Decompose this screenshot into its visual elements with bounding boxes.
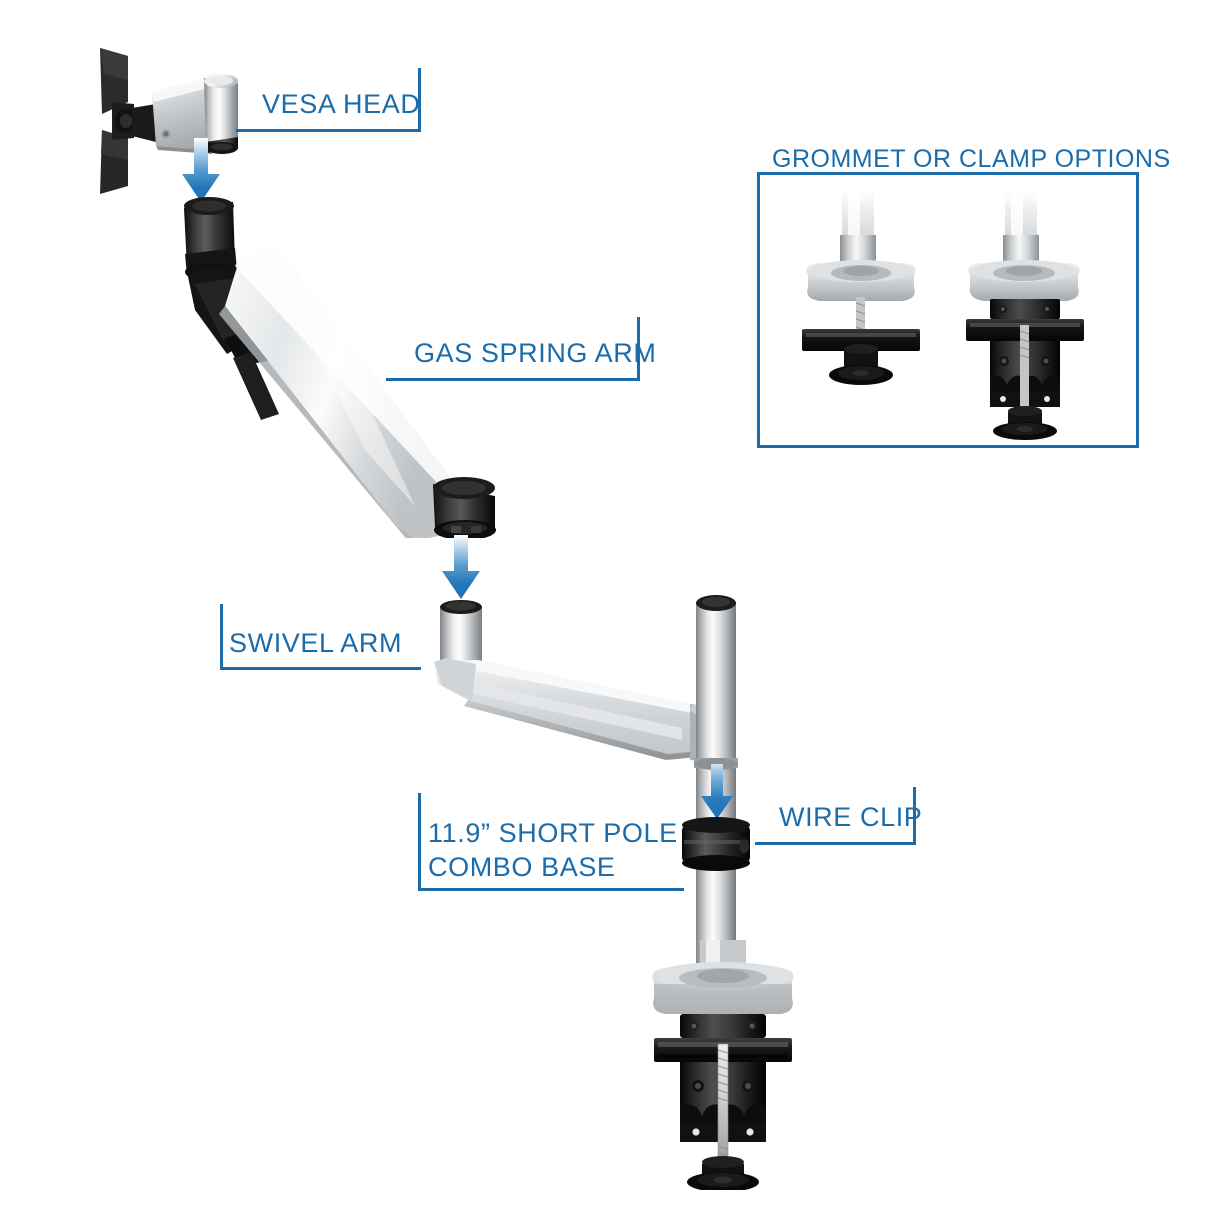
callout-short-pole-line2: COMBO BASE [428,852,616,882]
callout-swivel-arm: SWIVEL ARM [229,628,403,658]
callout-wire-clip-bracket [913,787,916,845]
grommet-mount [792,183,932,403]
callout-short-pole-bracket [418,793,421,891]
callout-gas-spring-arm-underline [386,378,640,381]
gas-spring-arm-part [165,188,515,542]
callout-vesa-head: VESA HEAD [262,89,421,119]
combo-base-part [628,940,818,1192]
arrow-vesa-to-arm [172,138,230,206]
gas-spring-arm-graphic [184,197,496,542]
callout-swivel-arm-underline [220,667,421,670]
combo-base-graphic [652,940,794,1192]
clamp-mount [950,183,1100,441]
callout-swivel-arm-bracket [220,604,223,670]
grommet-clamp-options-box [757,172,1139,448]
vesa-head-graphic [100,48,238,194]
callout-short-pole-underline [418,888,684,891]
wire-clip-graphic [682,817,750,871]
clamp-mount-graphic [966,183,1084,440]
callout-wire-clip-underline [755,842,916,845]
callout-vesa-head-bracket [418,68,421,132]
callout-gas-spring-arm: GAS SPRING ARM [414,338,657,368]
callout-wire-clip: WIRE CLIP [779,802,923,832]
vesa-head-part [86,42,246,207]
inset-title: GROMMET OR CLAMP OPTIONS [772,145,1171,173]
grommet-mount-graphic [802,183,920,385]
arrow-wire-clip [694,764,740,822]
arrow-arm-to-swivel [432,535,490,603]
callout-gas-spring-arm-bracket [637,317,640,381]
callout-vesa-head-underline [236,129,421,132]
callout-short-pole-line1: 11.9” SHORT POLE [428,818,678,848]
wire-clip-part [678,816,754,872]
